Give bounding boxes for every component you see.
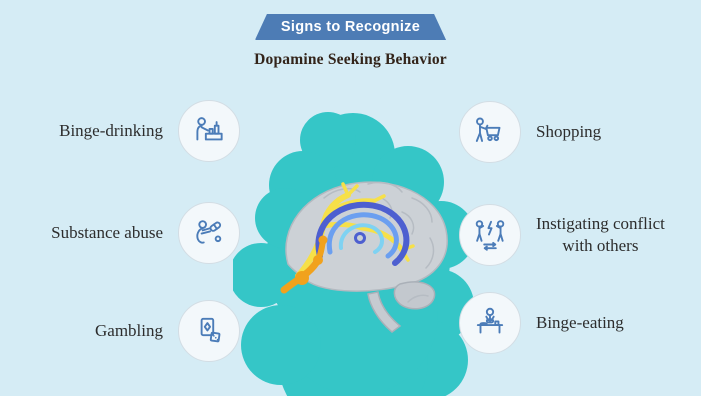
ribbon-label: Signs to Recognize [280,19,421,35]
item-substance-abuse: Substance abuse [18,202,240,264]
item-label: Gambling [95,320,163,340]
bottom-border [0,396,701,401]
item-label: Shopping [536,121,602,141]
brain-stem [367,291,402,333]
title-ribbon: Signs to Recognize [255,14,446,40]
icon-circle [459,101,521,163]
conflict-people-icon [475,220,505,251]
icon-circle [178,100,240,162]
item-gambling: Gambling [18,300,240,362]
icon-circle [459,292,521,354]
dopamine-pathway-orange [280,235,328,294]
item-shopping: Shopping [459,101,601,163]
item-label: Instigating conflict with others [536,213,665,255]
item-binge-drinking: Binge-drinking [18,100,240,162]
item-binge-eating: Binge-eating [459,292,624,354]
icon-circle [178,202,240,264]
icon-circle [459,204,521,266]
cerebellum [393,281,436,310]
shopping-cart-icon [475,117,501,142]
person-pill-icon [196,220,222,244]
item-label: Binge-drinking [59,120,163,140]
limbic-swirl [315,201,410,266]
card-dice-icon [200,317,221,343]
brain-illustration [280,181,448,333]
teal-blob-shape [233,112,475,401]
eating-person-icon [476,307,504,334]
item-conflict: Instigating conflict with others [459,204,665,266]
item-label: Substance abuse [51,222,163,242]
bar-drink-icon [196,117,223,141]
icon-circle [178,300,240,362]
item-label: Binge-eating [536,312,624,332]
page-title: Dopamine Seeking Behavior [254,51,447,68]
